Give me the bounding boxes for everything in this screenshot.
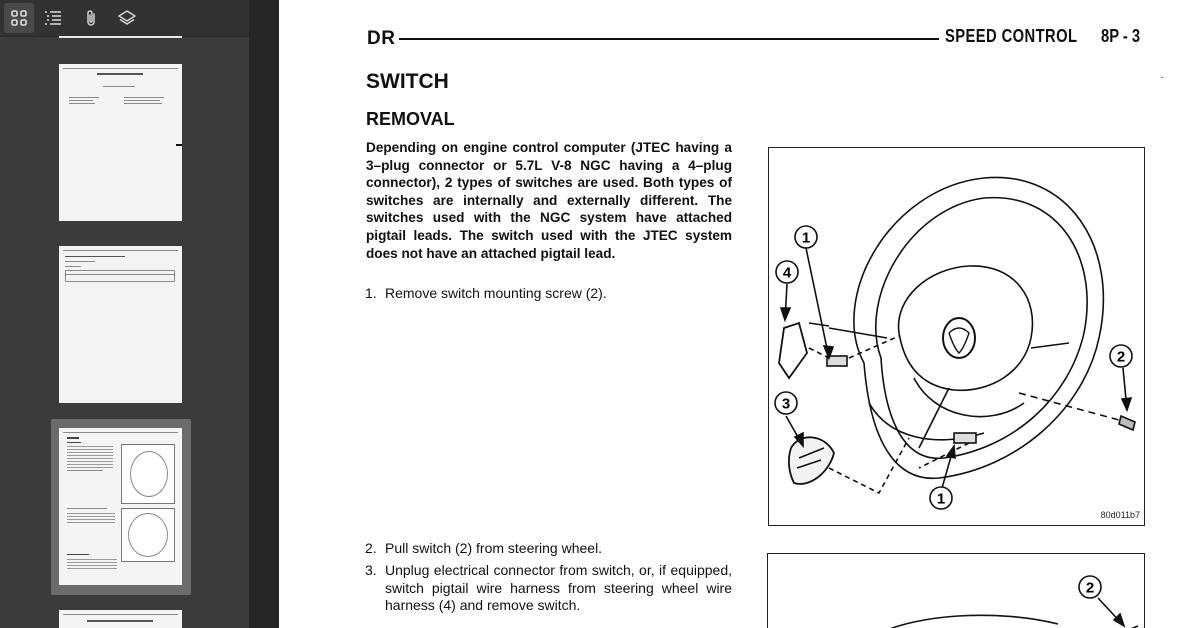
section-heading: SWITCH: [366, 70, 449, 93]
callout-1: 1: [802, 230, 810, 247]
page-thumbnail[interactable]: [59, 610, 182, 628]
thumbnail-marker: [176, 144, 182, 146]
attachments-view-button[interactable]: [76, 3, 106, 33]
page-thumbnail[interactable]: [59, 246, 182, 403]
page-thumbnail[interactable]: [59, 64, 182, 221]
subsection-heading: REMOVAL: [366, 109, 455, 129]
step-text: Unplug electrical connector from switch,…: [385, 562, 732, 613]
step-text: Remove switch mounting screw (2).: [385, 285, 607, 301]
thumbnails-grid-icon: [11, 10, 27, 26]
steering-wheel-illustration: 1 4 2 3 1: [774, 176, 1136, 510]
thumbnails-view-button[interactable]: [4, 3, 34, 33]
step-number: 1.: [365, 285, 377, 301]
layers-icon: [118, 10, 136, 25]
header-left-code: DR: [367, 28, 396, 49]
step-text: Pull switch (2) from steering wheel.: [385, 540, 603, 556]
steering-wheel-figure: 1 4 2 3 1 80d011b7: [768, 147, 1145, 526]
figure-code: 80d011b7: [1100, 510, 1140, 520]
second-figure-illustration: 2: [890, 575, 1139, 628]
header-page-number: 8P - 3: [1101, 26, 1141, 46]
thumbnail-sidebar: [0, 0, 249, 628]
outline-list-icon: [45, 11, 61, 25]
step-number: 2.: [365, 540, 377, 556]
sidebar-gutter: [249, 0, 279, 628]
sidebar-toolbar: [0, 0, 249, 37]
page-mark: [1161, 77, 1163, 78]
callout-1-lower: 1: [937, 491, 945, 508]
callout-4: 4: [783, 265, 792, 282]
callout-2: 2: [1086, 580, 1094, 597]
step-number: 3.: [365, 562, 377, 578]
thumbnail-previous-edge: [59, 36, 182, 38]
outline-view-button[interactable]: [38, 3, 68, 33]
intro-paragraph: Depending on engine control computer (JT…: [366, 140, 732, 261]
header-section-title: SPEED CONTROL: [945, 26, 1078, 46]
callout-2: 2: [1117, 349, 1125, 366]
paperclip-icon: [87, 10, 95, 26]
page-thumbnail-current[interactable]: [59, 428, 182, 585]
header-rule: [399, 38, 939, 40]
callout-3: 3: [782, 396, 790, 413]
document-page: DR SPEED CONTROL 8P - 3 SWITCH REMOVAL D…: [279, 0, 1182, 628]
second-figure: 2: [767, 553, 1145, 628]
layers-view-button[interactable]: [112, 3, 142, 33]
